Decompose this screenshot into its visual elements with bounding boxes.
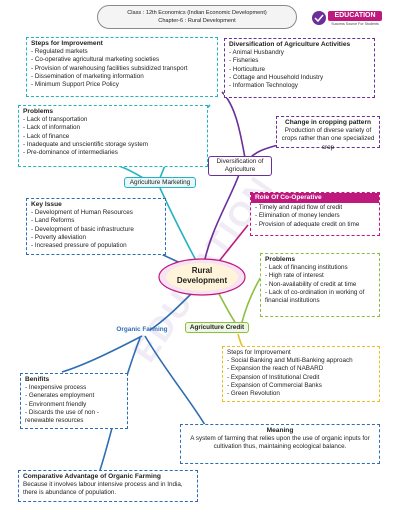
key-issue-title: Key Issue xyxy=(31,201,62,208)
branch-diversification xyxy=(202,171,241,269)
credit-problems-title: Problems xyxy=(265,256,296,263)
list-item: Animal Husbandry xyxy=(229,49,370,57)
list-item: Elimination of money lenders xyxy=(255,212,375,220)
list-item: Development of Human Resources xyxy=(31,209,161,217)
list-item: Non-availability of credit at time xyxy=(265,281,375,289)
list-item: Minimum Support Price Policy xyxy=(31,81,213,89)
list-item: Information Technology xyxy=(229,82,370,90)
list-item: Regulated markets xyxy=(31,48,213,56)
comparative-box: Comparative Advantage of Organic Farming… xyxy=(18,470,198,502)
meaning-box: Meaning A system of farming that relies … xyxy=(180,424,380,464)
marketing-problems-title: Problems xyxy=(23,108,54,115)
agriculture-credit-node: Agriculture Credit xyxy=(185,322,249,333)
marketing-problems-box: Problems Lack of transportation Lack of … xyxy=(18,105,208,167)
list-item: Lack of financing institutions xyxy=(265,264,375,272)
list-item: Inexpensive process xyxy=(25,384,123,392)
list-item: Discards the use of non - renewable reso… xyxy=(25,409,123,425)
header-class: Class : 12th Economics (Indian Economic … xyxy=(127,10,267,16)
meaning-text: A system of farming that relies upon the… xyxy=(190,435,370,451)
marketing-steps-box: Steps for Improvement Regulated markets … xyxy=(26,37,218,97)
list-item: Provision of adequate credit on time xyxy=(255,221,375,229)
diversification-node-line1: Diversification of xyxy=(216,158,264,165)
header-chapter: Chapter-6 : Rural Development xyxy=(158,18,236,24)
logo-tagline: Success Source For Students xyxy=(331,22,379,26)
list-item: Social Banking and Multi-Banking approac… xyxy=(227,357,375,365)
benefits-box: Benifits Inexpensive process Generates e… xyxy=(20,373,128,429)
diversification-node-line2: Agriculture xyxy=(224,166,256,173)
organic-farming-node: Organic Farming xyxy=(116,326,168,333)
list-item: Cottage and Household Industry xyxy=(229,74,370,82)
agriculture-marketing-node: Agriculture Marketing xyxy=(124,177,196,188)
header-box: Class : 12th Economics (Indian Economic … xyxy=(97,5,297,29)
list-item: Horticulture xyxy=(229,66,370,74)
cropping-pattern-box: Change in cropping pattern Production of… xyxy=(276,116,380,151)
list-item: Dissemination of marketing information xyxy=(31,73,213,81)
list-item: Green Revolution xyxy=(227,390,375,398)
credit-steps-box: Steps for Improvement Social Banking and… xyxy=(222,346,380,402)
key-issue-box: Key Issue Development of Human Resources… xyxy=(26,198,166,255)
logo-text: EDUCATION xyxy=(334,12,376,19)
list-item: Expansion the reach of NABARD xyxy=(227,365,375,373)
credit-problems-box: Problems Lack of financing institutions … xyxy=(260,253,380,317)
list-item: Co-operative agricultural marketing soci… xyxy=(31,56,213,64)
comparative-text: Because it involves labour intensive pro… xyxy=(23,481,183,497)
cooperative-box: Role Of Co-Operative Timely and rapid fl… xyxy=(250,192,380,236)
benefits-title: Benifits xyxy=(25,376,50,383)
list-item: Inadequate and unscientific storage syst… xyxy=(23,141,203,149)
list-item: Development of basic infrastructure xyxy=(31,226,161,234)
comparative-title: Comparative Advantage of Organic Farming xyxy=(23,473,161,480)
branch-credit xyxy=(217,291,236,323)
meaning-title: Meaning xyxy=(266,427,294,434)
list-item: Lack of co-ordination in working of fina… xyxy=(265,289,375,305)
diversification-node: Diversification of Agriculture xyxy=(208,156,272,176)
list-item: Lack of transportation xyxy=(23,116,203,124)
marketing-steps-title: Steps for Improvement xyxy=(31,40,103,47)
list-item: Environment friendly xyxy=(25,401,123,409)
list-item: Lack of information xyxy=(23,124,203,132)
list-item: Expansion of Institutional Credit xyxy=(227,374,375,382)
list-item: Pre-dominance of intermediaries xyxy=(23,149,203,157)
list-item: Land Reforms xyxy=(31,217,161,225)
diversification-activities-title: Diversification of Agriculture Activitie… xyxy=(229,41,351,48)
central-title-line1: Rural xyxy=(191,266,213,275)
cropping-pattern-title: Change in cropping pattern xyxy=(284,119,372,126)
logo: EDUCATION Success Source For Students xyxy=(311,8,383,30)
list-item: Lack of finance xyxy=(23,133,203,141)
credit-steps-title: Steps for Improvement xyxy=(227,349,291,356)
diversification-activities-box: Diversification of Agriculture Activitie… xyxy=(224,38,375,98)
list-item: Fisheries xyxy=(229,57,370,65)
cropping-pattern-text: Production of diverse variety of crops r… xyxy=(281,127,375,151)
central-node: Rural Development xyxy=(158,258,246,296)
list-item: High rate of interest xyxy=(265,272,375,280)
list-item: Generates employment xyxy=(25,392,123,400)
list-item: Timely and rapid flow of credit xyxy=(255,204,375,212)
central-title-line2: Development xyxy=(176,276,228,285)
list-item: Expansion of Commercial Banks xyxy=(227,382,375,390)
list-item: Provision of warehousing facilities subs… xyxy=(31,65,213,73)
list-item: Increased pressure of population xyxy=(31,242,161,250)
cooperative-title: Role Of Co-Operative xyxy=(251,193,379,204)
list-item: Poverty alleviation xyxy=(31,234,161,242)
